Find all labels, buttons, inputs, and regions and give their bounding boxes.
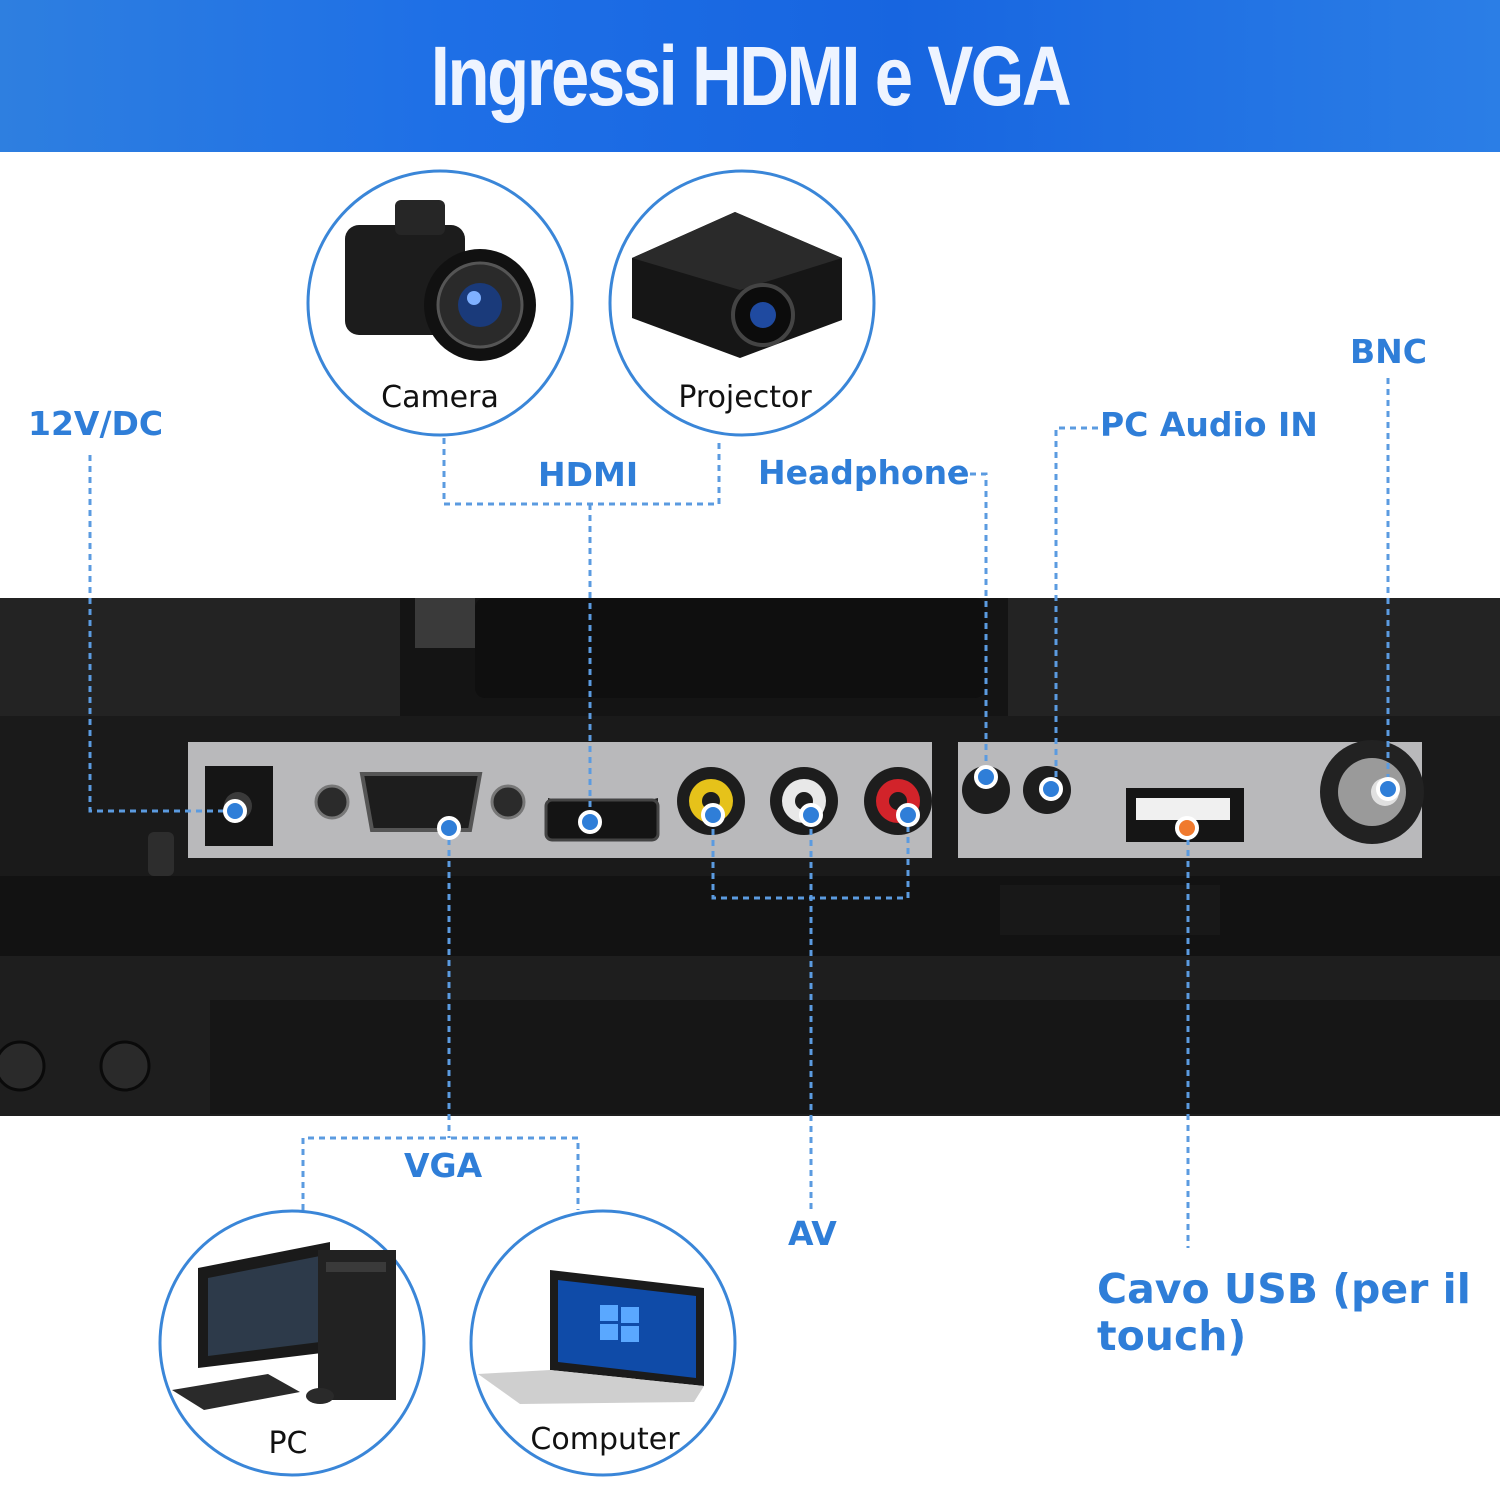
usb-cable-label-line2: touch) [1097, 1312, 1247, 1360]
laptop-illustration [469, 1209, 737, 1477]
dc-port-label: 12V/DC [28, 404, 164, 443]
projector-label: Projector [678, 380, 812, 415]
vga-port-label: VGA [404, 1146, 483, 1185]
hdmi-port-label: HDMI [538, 455, 639, 494]
connector-lines [88, 378, 1390, 1248]
pc-illustration [158, 1209, 426, 1477]
bnc-port-label: BNC [1350, 332, 1427, 371]
usb-cable-label-line1: Cavo USB (per il [1097, 1265, 1471, 1313]
title-banner [0, 0, 1500, 152]
camera-illustration [306, 169, 574, 437]
page-title: Ingressi HDMI e VGA [430, 28, 1072, 123]
projector-illustration [608, 169, 876, 437]
camera-label: Camera [381, 380, 499, 415]
computer-label: Computer [530, 1422, 680, 1457]
headphone-port-label: Headphone [758, 453, 970, 492]
pc-audio-port-label: PC Audio IN [1100, 405, 1318, 444]
av-port-label: AV [788, 1214, 837, 1253]
pc-label: PC [268, 1426, 308, 1461]
port-dots [223, 765, 1400, 840]
